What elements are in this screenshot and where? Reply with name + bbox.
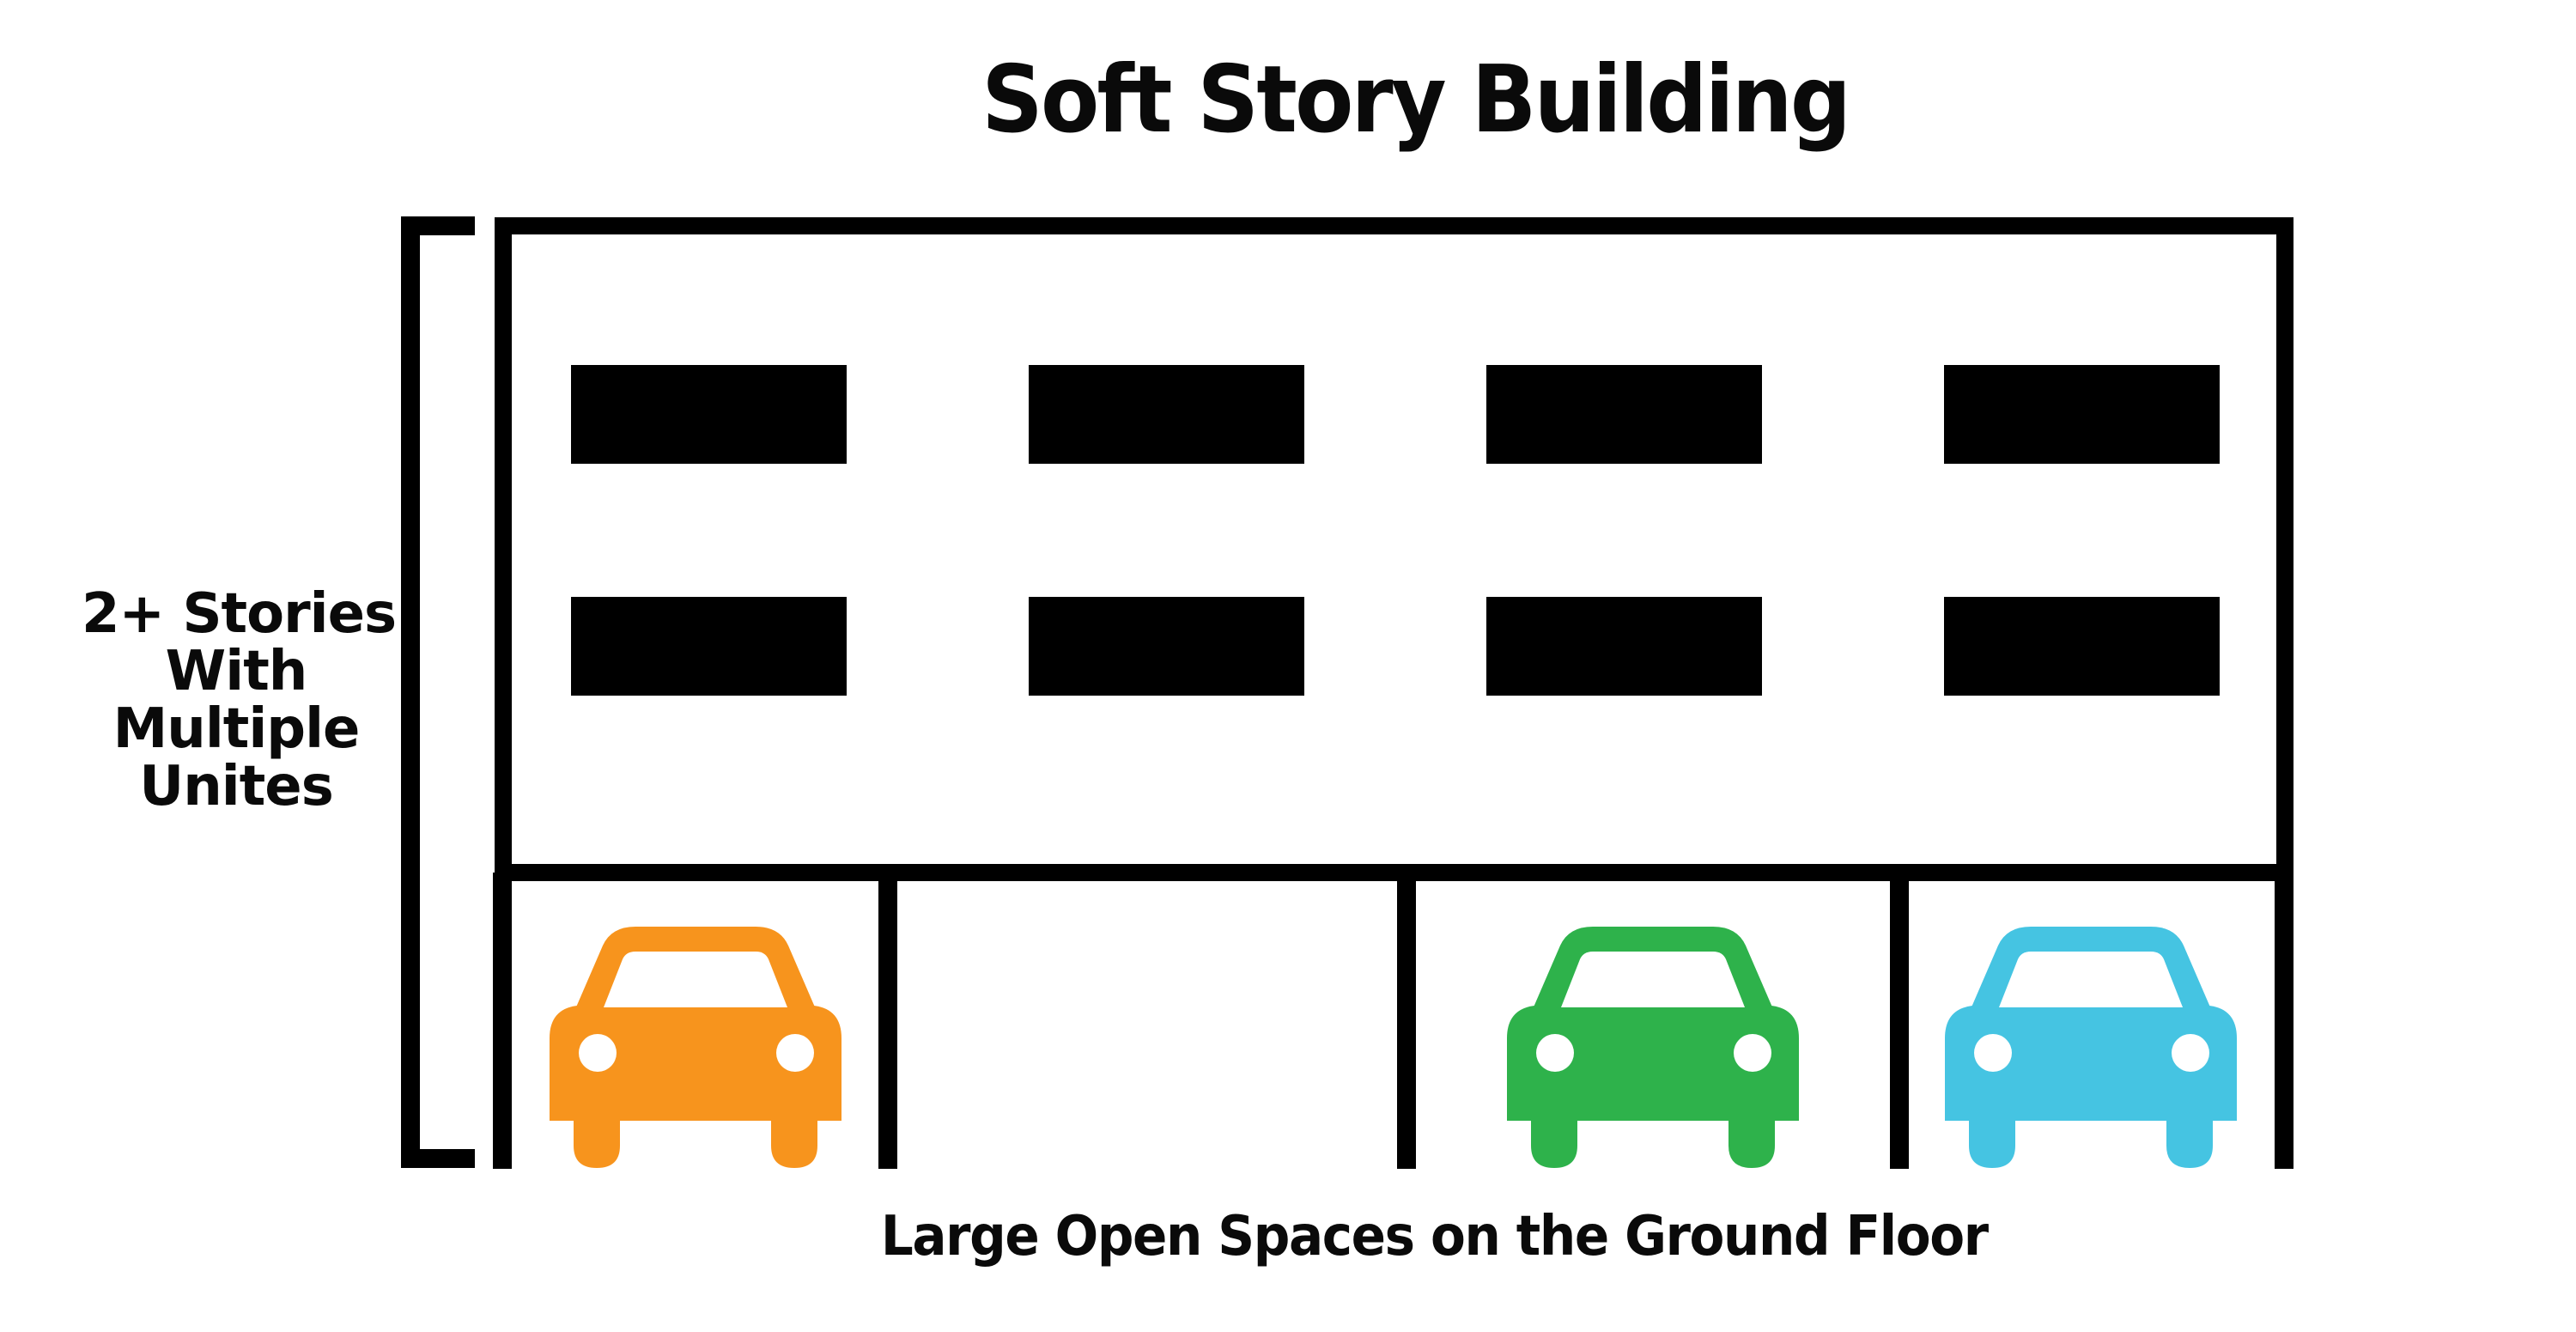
ground-floor-columns — [493, 873, 2293, 1169]
windshield — [604, 952, 787, 1007]
window — [1029, 365, 1304, 464]
headlight-right — [1734, 1034, 1771, 1072]
side-label-line: 2+ Stories — [82, 582, 397, 646]
column — [1890, 873, 1909, 1169]
side-label-line: With — [165, 640, 308, 703]
side-label-line: Unites — [139, 755, 334, 818]
green-car-icon — [1507, 927, 1799, 1168]
side-label-line: Multiple — [112, 697, 361, 761]
headlight-right — [776, 1034, 814, 1072]
column — [878, 873, 897, 1169]
window — [1486, 365, 1762, 464]
windshield — [1561, 952, 1745, 1007]
window — [1944, 597, 2220, 696]
headlight-left — [1536, 1034, 1574, 1072]
window — [571, 365, 847, 464]
column — [493, 873, 512, 1169]
window — [1486, 597, 1762, 696]
window-grid — [571, 365, 2220, 696]
left-wall — [495, 217, 512, 881]
roof-line — [495, 217, 2293, 234]
floor-line — [495, 864, 2293, 881]
height-bracket — [401, 216, 475, 1168]
column — [2275, 873, 2293, 1169]
headlight-right — [2172, 1034, 2209, 1072]
headlight-left — [579, 1034, 617, 1072]
orange-car-icon — [550, 927, 841, 1168]
blue-car-icon — [1945, 927, 2237, 1168]
upper-stories-label: 2+ Stories With Multiple Unites — [82, 582, 397, 818]
window — [1944, 365, 2220, 464]
window — [1029, 597, 1304, 696]
building-upper-frame — [495, 217, 2293, 881]
ground-floor-caption: Large Open Spaces on the Ground Floor — [880, 1205, 1989, 1268]
headlight-left — [1974, 1034, 2012, 1072]
diagram-title: Soft Story Building — [981, 46, 1851, 154]
window — [571, 597, 847, 696]
windshield — [1999, 952, 2183, 1007]
column — [1397, 873, 1416, 1169]
right-wall — [2276, 217, 2293, 881]
